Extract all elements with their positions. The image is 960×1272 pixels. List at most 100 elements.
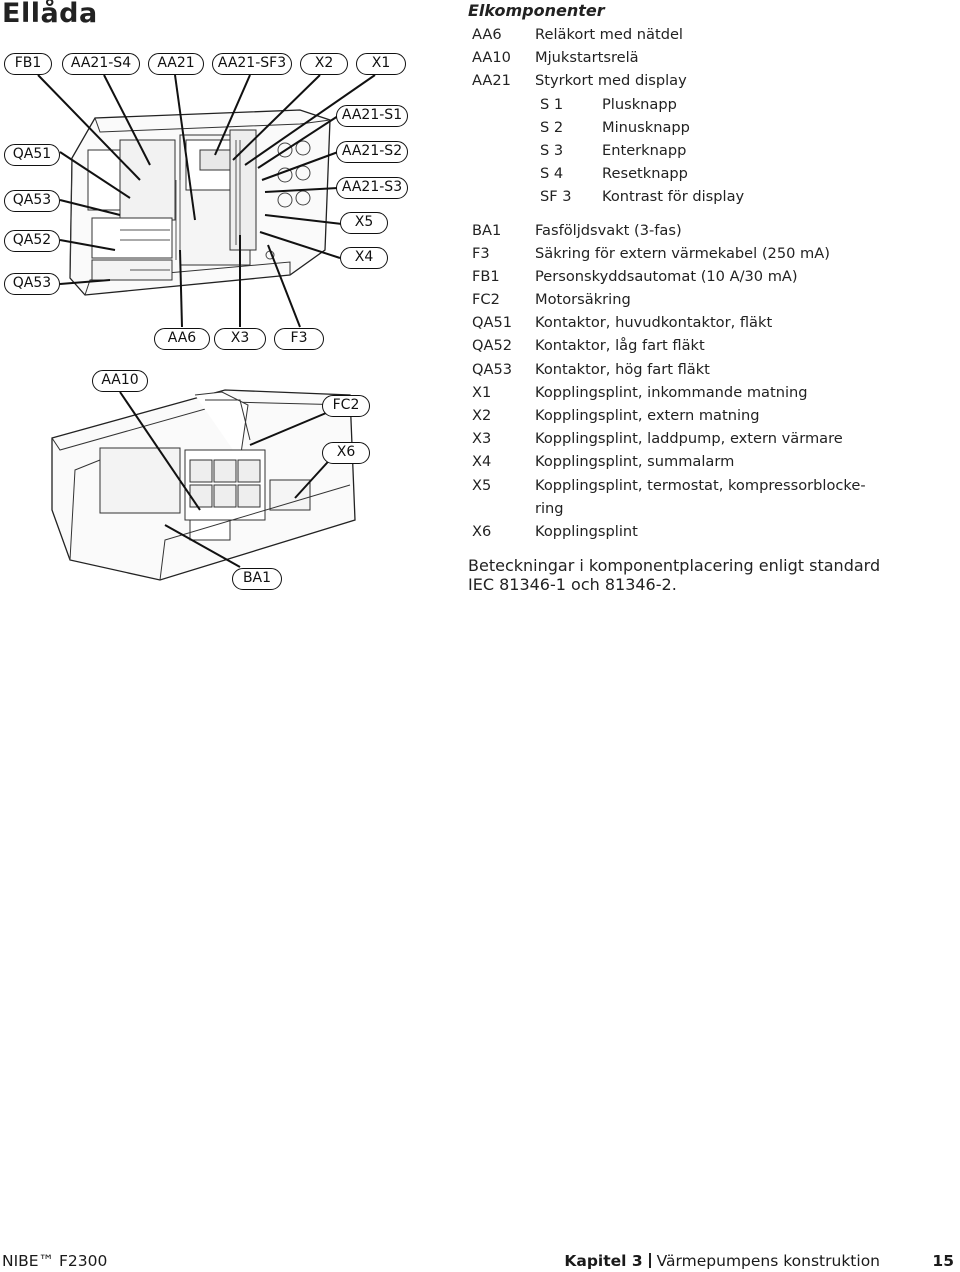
legend-desc: Motorsäkring (535, 291, 631, 309)
label-qa51: QA51 (4, 144, 60, 166)
legend-code: QA53 (472, 360, 513, 378)
legend-heading: Elkomponenter (468, 1, 605, 20)
legend-desc-continuation: ring (535, 499, 564, 517)
legend-row: X5 Kopplingsplint, termostat, kompressorb… (468, 474, 948, 497)
legend-code: S 1 (540, 95, 564, 113)
page-footer: NIBE™ F2300 Kapitel 3 Värmepumpens konstr… (0, 1250, 960, 1272)
legend-code: X6 (472, 522, 492, 540)
label-x5: X5 (340, 212, 388, 234)
label-x3: X3 (214, 328, 266, 350)
label-qa52: QA52 (4, 230, 60, 252)
legend-desc: Kopplingsplint (535, 522, 638, 540)
label-ba1: BA1 (232, 568, 282, 590)
label-x2: X2 (300, 53, 348, 75)
legend-desc: Kopplingsplint, summalarm (535, 453, 735, 471)
legend-desc: Minusknapp (602, 118, 690, 136)
legend-row: AA21 Styrkort med display (468, 69, 948, 92)
label-aa21-s1: AA21-S1 (336, 105, 408, 127)
legend-row: FC2 Motorsäkring (468, 288, 948, 311)
legend-desc: Kopplingsplint, laddpump, extern värmare (535, 430, 843, 448)
label-f3: F3 (274, 328, 324, 350)
legend-desc: Reläkort med nätdel (535, 26, 683, 43)
legend-desc: Mjukstartsrelä (535, 49, 639, 67)
legend-desc: Kopplingsplint, inkommande matning (535, 383, 808, 401)
legend-desc: Personskyddsautomat (10 A/30 mA) (535, 267, 798, 285)
legend-code: AA21 (472, 72, 511, 90)
legend-subrow: S 3 Enterknapp (468, 139, 948, 162)
legend-code: BA1 (472, 221, 502, 239)
footer-chapter-label: Kapitel 3 (564, 1252, 643, 1270)
legend-code: SF 3 (540, 188, 572, 206)
legend-desc: Kontaktor, låg fart fläkt (535, 337, 705, 355)
legend-desc: Säkring för extern värmekabel (250 mA) (535, 244, 830, 262)
legend-code: FC2 (472, 291, 500, 309)
legend-code: X4 (472, 453, 492, 471)
label-aa21-sf3: AA21-SF3 (212, 53, 292, 75)
legend-desc: Fasföljdsvakt (3-fas) (535, 221, 682, 239)
legend-code: QA51 (472, 314, 513, 332)
legend-row: X2 Kopplingsplint, extern matning (468, 404, 948, 427)
legend-row: FB1 Personskyddsautomat (10 A/30 mA) (468, 265, 948, 288)
label-x1: X1 (356, 53, 406, 75)
standard-note-line2: IEC 81346-1 och 81346-2. (468, 575, 677, 594)
footer-brand: NIBE™ F2300 (2, 1252, 108, 1270)
label-aa6: AA6 (154, 328, 210, 350)
standard-note-line1: Beteckningar i komponentplacering enligt… (468, 556, 881, 575)
legend-row: AA10 Mjukstartsrelä (468, 46, 948, 69)
legend-desc: Plusknapp (602, 95, 677, 113)
label-x6: X6 (322, 442, 370, 464)
legend-desc: Kopplingsplint, termostat, kompressorblo… (535, 476, 866, 494)
legend-code: AA10 (472, 49, 511, 67)
legend-row: X6 Kopplingsplint (468, 520, 948, 543)
legend-code: QA52 (472, 337, 513, 355)
legend-row: F3 Säkring för extern värmekabel (250 mA) (468, 242, 948, 265)
label-aa21-s2: AA21-S2 (336, 141, 408, 163)
legend-row: QA53 Kontaktor, hög fart fläkt (468, 358, 948, 381)
legend-code: X5 (472, 476, 492, 494)
legend-code: S 3 (540, 141, 564, 159)
footer-chapter: Kapitel 3 Värmepumpens konstruktion (564, 1250, 880, 1272)
label-aa21: AA21 (148, 53, 204, 75)
page-title: Ellåda (2, 0, 98, 29)
legend-code: X2 (472, 407, 492, 424)
label-qa53-bottom: QA53 (4, 273, 60, 295)
legend-desc: Styrkort med display (535, 72, 687, 90)
footer-separator (648, 1253, 651, 1268)
legend-subrow: S 1 Plusknapp (468, 93, 948, 116)
legend-code: S 2 (540, 118, 564, 136)
legend-code: X3 (472, 430, 492, 448)
legend-subrow: S 4 Resetknapp (468, 162, 948, 185)
legend-code: X1 (472, 383, 492, 401)
legend-row: X3 Kopplingsplint, laddpump, extern värma… (468, 427, 948, 450)
legend-desc: Kontaktor, huvudkontaktor, fläkt (535, 314, 773, 332)
legend-row: QA52 Kontaktor, låg fart fläkt (468, 334, 948, 357)
label-fb1: FB1 (4, 53, 52, 75)
legend-row: X4 Kopplingsplint, summalarm (468, 450, 948, 473)
label-aa10: AA10 (92, 370, 148, 392)
page-number: 15 (932, 1252, 954, 1270)
legend-row: BA1 Fasföljdsvakt (3-fas) (468, 219, 948, 242)
legend-row-continuation: ring (468, 497, 948, 520)
legend-subrow: S 2 Minusknapp (468, 116, 948, 139)
legend-code: S 4 (540, 165, 564, 183)
label-qa53-top: QA53 (4, 190, 60, 212)
legend-row: X1 Kopplingsplint, inkommande matning (468, 381, 948, 404)
legend-desc: Enterknapp (602, 141, 687, 159)
label-fc2: FC2 (322, 395, 370, 417)
legend-code: F3 (472, 244, 490, 262)
legend-desc: Kontaktor, hög fart fläkt (535, 360, 710, 378)
legend-code: FB1 (472, 267, 500, 285)
footer-chapter-title: Värmepumpens konstruktion (656, 1252, 880, 1270)
component-diagram: FB1 AA21-S4 AA21 AA21-SF3 X2 X1 AA21-S1 … (0, 40, 440, 604)
electrical-box-illustration (37, 74, 376, 581)
label-aa21-s3: AA21-S3 (336, 177, 408, 199)
standard-note: Beteckningar i komponentplacering enligt… (468, 556, 938, 594)
legend-desc: Resetknapp (602, 165, 688, 183)
label-aa21-s4: AA21-S4 (62, 53, 140, 75)
legend-row: QA51 Kontaktor, huvudkontaktor, fläkt (468, 311, 948, 334)
legend-desc: Kopplingsplint, extern matning (535, 407, 760, 424)
label-x4: X4 (340, 247, 388, 269)
